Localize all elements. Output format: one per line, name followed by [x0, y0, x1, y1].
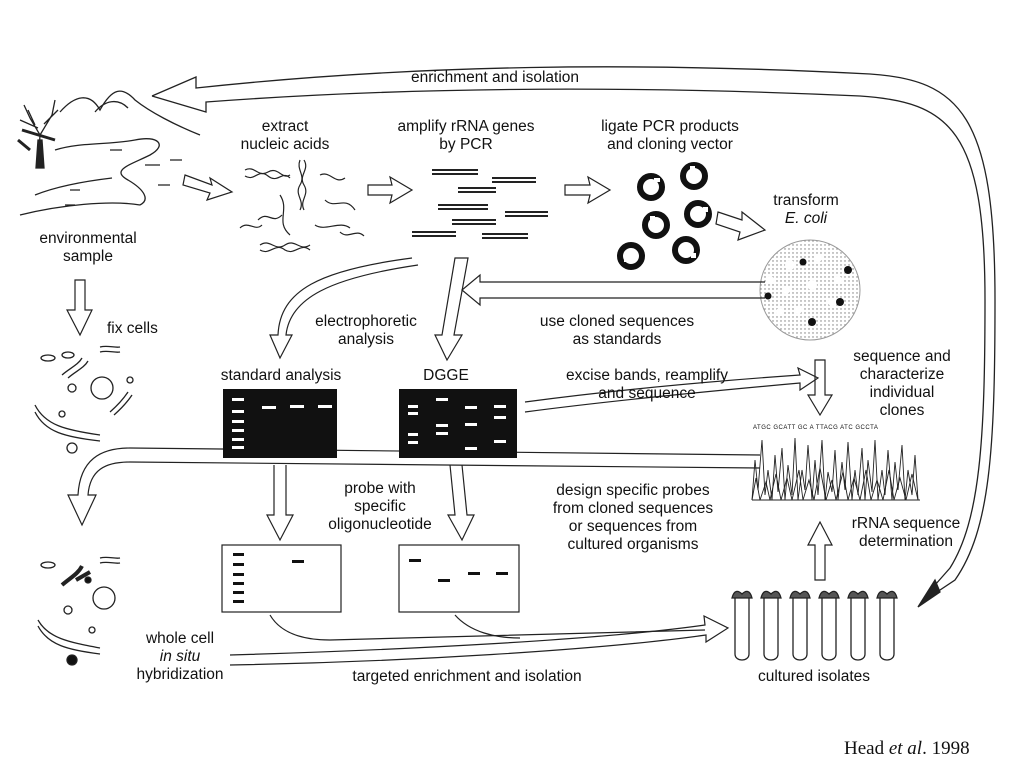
hybridized-cells: [37, 556, 121, 666]
label-dgge: DGGE: [423, 367, 469, 385]
label-probe-with: probe with specific oligonucleotide: [328, 480, 431, 534]
label-extract-line1: extract: [261, 118, 309, 135]
label-transform-line1: transform: [773, 192, 839, 209]
label-use-cloned-line2: as standards: [572, 331, 662, 348]
arrow-use-cloned: [461, 273, 765, 307]
label-design-line3: or sequences from: [568, 518, 698, 535]
plasmids: [617, 162, 712, 270]
label-excise-line2: and sequence: [598, 385, 696, 402]
enrichment-arrow: [151, 66, 996, 608]
label-sequence-line1: sequence and: [853, 348, 951, 365]
label-electrophoretic-line1: electrophoretic: [315, 313, 417, 330]
label-ecoli: E. coli: [784, 210, 828, 227]
label-environmental-line2: sample: [63, 248, 113, 265]
chromatogram-header: ATGC GCATT GC A TTACG ATC GCCTA: [753, 425, 878, 432]
environmental-sample-drawing: [17, 90, 201, 216]
label-targeted-enrichment: targeted enrichment and isolation: [352, 668, 581, 686]
label-hybridization: hybridization: [136, 666, 224, 683]
label-whole-cell-line1: whole cell: [145, 630, 215, 647]
label-environmental-sample: environmental sample: [39, 230, 136, 266]
label-design-line4: cultured organisms: [567, 536, 699, 553]
label-cultured-isolates: cultured isolates: [758, 668, 870, 686]
label-probe-line1: probe with: [344, 480, 416, 497]
label-fix-cells-text: fix cells: [107, 320, 158, 337]
label-sequence-line3: individual: [869, 384, 935, 401]
arrow-sequence-down: [806, 359, 834, 417]
label-design-line1: design specific probes: [556, 482, 710, 499]
label-standard-analysis: standard analysis: [221, 367, 342, 385]
standard-gel: [223, 389, 337, 458]
label-use-cloned: use cloned sequences as standards: [540, 313, 694, 349]
arrow-env-to-extract: [182, 174, 234, 201]
citation-etal: et al: [888, 738, 923, 759]
label-standard-analysis-text: standard analysis: [220, 367, 342, 384]
standard-blot: [221, 544, 342, 613]
petri-dish: [759, 239, 861, 341]
arrow-fix-cells: [66, 279, 93, 337]
label-fix-cells: fix cells: [107, 320, 158, 338]
label-targeted-text: targeted enrichment and isolation: [352, 668, 582, 685]
arrow-extract-to-amplify: [367, 175, 414, 205]
dgge-blot: [398, 544, 520, 613]
fixed-cells: [34, 345, 134, 454]
arrow-rrna-up: [807, 520, 833, 581]
label-design-probes: design specific probes from cloned seque…: [553, 482, 713, 554]
label-electrophoretic-line2: analysis: [337, 331, 394, 348]
label-dgge-text: DGGE: [423, 367, 469, 384]
citation-author: Head: [844, 738, 889, 759]
label-use-cloned-line1: use cloned sequences: [539, 313, 695, 330]
label-electrophoretic: electrophoretic analysis: [315, 313, 417, 349]
culture-tubes: [731, 590, 898, 661]
plasmid-inserts: [624, 166, 708, 262]
label-excise: excise bands, reamplify and sequence: [566, 367, 728, 403]
label-amplify-line1: amplify rRNA genes: [397, 118, 535, 135]
label-excise-line1: excise bands, reamplify: [566, 367, 728, 384]
label-environmental-line1: environmental: [39, 230, 137, 247]
label-probe-line2: specific: [354, 498, 406, 515]
arrows-gels-to-blots: [266, 464, 475, 542]
label-enrichment-isolation: enrichment and isolation: [411, 69, 579, 87]
label-rrna-determination: rRNA sequence determination: [852, 515, 961, 551]
label-cultured-text: cultured isolates: [757, 668, 871, 685]
label-ligate-line1: ligate PCR products: [601, 118, 739, 135]
label-enrichment-isolation-text: enrichment and isolation: [410, 69, 580, 86]
label-design-line2: from cloned sequences: [552, 500, 714, 517]
citation: Head et al. 1998: [844, 738, 970, 760]
label-ligate-line2: and cloning vector: [607, 136, 733, 153]
arrows-pcr-to-gels: [269, 257, 469, 362]
label-ligate: ligate PCR products and cloning vector: [601, 118, 739, 154]
label-sequence-line4: clones: [879, 402, 925, 419]
label-rrna-line2: determination: [859, 533, 953, 550]
chromatogram: [751, 437, 920, 501]
dgge-gel: [399, 389, 517, 458]
label-in-situ: in situ: [159, 648, 201, 665]
chromatogram-header-text: ATGC GCATT GC A TTACG ATC GCCTA: [753, 425, 879, 431]
label-rrna-line1: rRNA sequence: [851, 515, 961, 532]
arrow-amplify-to-ligate: [564, 175, 612, 205]
label-amplify-line2: by PCR: [439, 136, 493, 153]
label-probe-line3: oligonucleotide: [328, 516, 432, 533]
label-amplify: amplify rRNA genes by PCR: [398, 118, 535, 154]
pcr-products: [412, 169, 548, 239]
label-transform: transform E. coli: [773, 192, 838, 228]
label-extract-line2: nucleic acids: [240, 136, 330, 153]
arrow-ligate-to-transform: [715, 210, 767, 241]
label-extract: extract nucleic acids: [241, 118, 330, 154]
citation-year: . 1998: [922, 738, 970, 759]
label-whole-cell: whole cell in situ hybridization: [136, 630, 223, 684]
label-sequence-line2: characterize: [859, 366, 945, 383]
nucleic-acid-strands: [239, 159, 365, 253]
arrow-excise: [524, 366, 820, 413]
arrow-probe-to-cells: [67, 447, 761, 527]
arrow-targeted: [229, 614, 730, 666]
label-sequence-characterize: sequence and characterize individual clo…: [853, 348, 950, 420]
